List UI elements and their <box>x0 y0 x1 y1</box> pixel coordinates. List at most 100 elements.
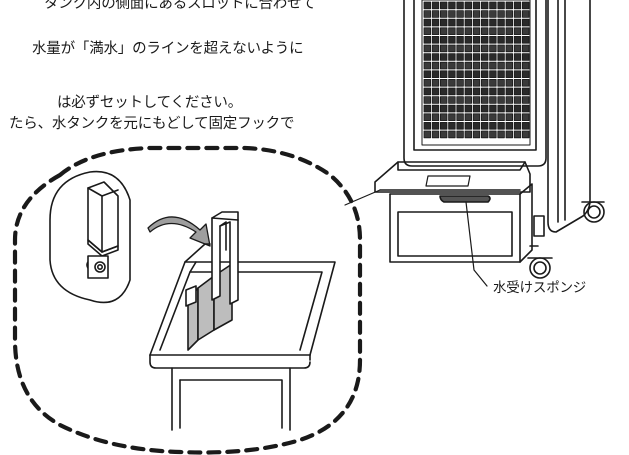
filter-cell <box>522 104 530 113</box>
filter-cell <box>505 18 513 27</box>
filter-cell <box>448 53 456 61</box>
filter-cell <box>497 122 505 130</box>
filter-cell <box>456 44 464 53</box>
filter-cell <box>464 87 472 96</box>
filter-cell <box>489 18 497 27</box>
filter-cell <box>497 96 505 104</box>
filter-cell <box>489 122 497 130</box>
filter-cell <box>497 36 505 44</box>
filter-cell <box>522 122 530 130</box>
filter-cell <box>505 130 513 139</box>
filter-cell <box>472 113 481 122</box>
filter-cell <box>497 113 505 122</box>
filter-cell <box>464 130 472 139</box>
filter-cell <box>489 36 497 44</box>
filter-cell <box>513 10 522 18</box>
filter-cell <box>497 87 505 96</box>
magnify-dashed-outline <box>12 145 363 455</box>
filter-cell <box>505 36 513 44</box>
filter-cell <box>456 61 464 70</box>
instruction-line-1: タンク内の側面にあるスロットに合わせて <box>44 0 316 12</box>
sponge-callout-label: 水受けスポンジ <box>493 280 587 296</box>
filter-cell <box>513 79 522 87</box>
filter-cell <box>448 79 456 87</box>
filter-cell <box>423 104 431 113</box>
filter-cell <box>456 87 464 96</box>
filter-cell <box>513 122 522 130</box>
filter-cell <box>439 113 448 122</box>
filter-cell <box>423 61 431 70</box>
filter-cell <box>423 1 431 10</box>
filter-cell <box>431 70 440 79</box>
zoomed-water-tank <box>149 211 336 431</box>
filter-cell <box>522 36 530 44</box>
filter-cell <box>456 27 464 35</box>
filter-cell <box>489 96 497 104</box>
filter-cell <box>456 130 464 139</box>
filter-cell <box>439 96 448 104</box>
filter-cell <box>505 1 513 10</box>
filter-cell <box>522 61 530 70</box>
filter-cell <box>489 44 497 53</box>
filter-cell <box>456 113 464 122</box>
filter-cell <box>480 27 489 35</box>
filter-cell <box>439 1 448 10</box>
filter-cell <box>439 44 448 53</box>
filter-cell <box>497 27 505 35</box>
instruction-line-3: は必ずセットしてください。 <box>57 95 243 111</box>
filter-cell <box>439 53 448 61</box>
filter-cell <box>489 70 497 79</box>
filter-cell <box>505 44 513 53</box>
filter-cell <box>472 61 481 70</box>
filter-cell <box>480 96 489 104</box>
filter-cell <box>464 79 472 87</box>
filter-cell <box>489 53 497 61</box>
filter-cell <box>480 61 489 70</box>
filter-cell <box>497 70 505 79</box>
filter-cell <box>472 130 481 139</box>
filter-cell <box>522 10 530 18</box>
filter-cell <box>513 104 522 113</box>
filter-cell <box>497 104 505 113</box>
filter-cell <box>513 113 522 122</box>
filter-cell <box>513 130 522 139</box>
filter-cell <box>497 61 505 70</box>
filter-cell <box>522 113 530 122</box>
filter-cell <box>439 10 448 18</box>
filter-cell <box>439 87 448 96</box>
filter-cell <box>448 96 456 104</box>
filter-cell <box>480 53 489 61</box>
filter-cell <box>456 70 464 79</box>
filter-cell <box>472 1 481 10</box>
filter-cell <box>456 122 464 130</box>
filter-cell <box>431 44 440 53</box>
filter-cell <box>456 18 464 27</box>
filter-cell <box>439 61 448 70</box>
filter-cell <box>480 10 489 18</box>
filter-cell <box>423 87 431 96</box>
filter-cell <box>456 53 464 61</box>
filter-cell <box>522 79 530 87</box>
filter-cell <box>448 27 456 35</box>
filter-cell <box>431 27 440 35</box>
filter-cell <box>464 27 472 35</box>
filter-cell <box>472 27 481 35</box>
filter-cell <box>497 1 505 10</box>
filter-cell <box>505 79 513 87</box>
filter-cell <box>489 10 497 18</box>
filter-cell <box>431 96 440 104</box>
filter-cell <box>464 53 472 61</box>
filter-cell <box>513 18 522 27</box>
filter-grid <box>423 1 530 139</box>
filter-cell <box>431 79 440 87</box>
filter-cell <box>513 53 522 61</box>
filter-cell <box>513 1 522 10</box>
filter-cell <box>497 130 505 139</box>
filter-cell <box>505 87 513 96</box>
filter-cell <box>423 122 431 130</box>
filter-cell <box>480 104 489 113</box>
filter-cell <box>448 104 456 113</box>
filter-cell <box>431 122 440 130</box>
filter-cell <box>480 87 489 96</box>
filter-cell <box>472 122 481 130</box>
